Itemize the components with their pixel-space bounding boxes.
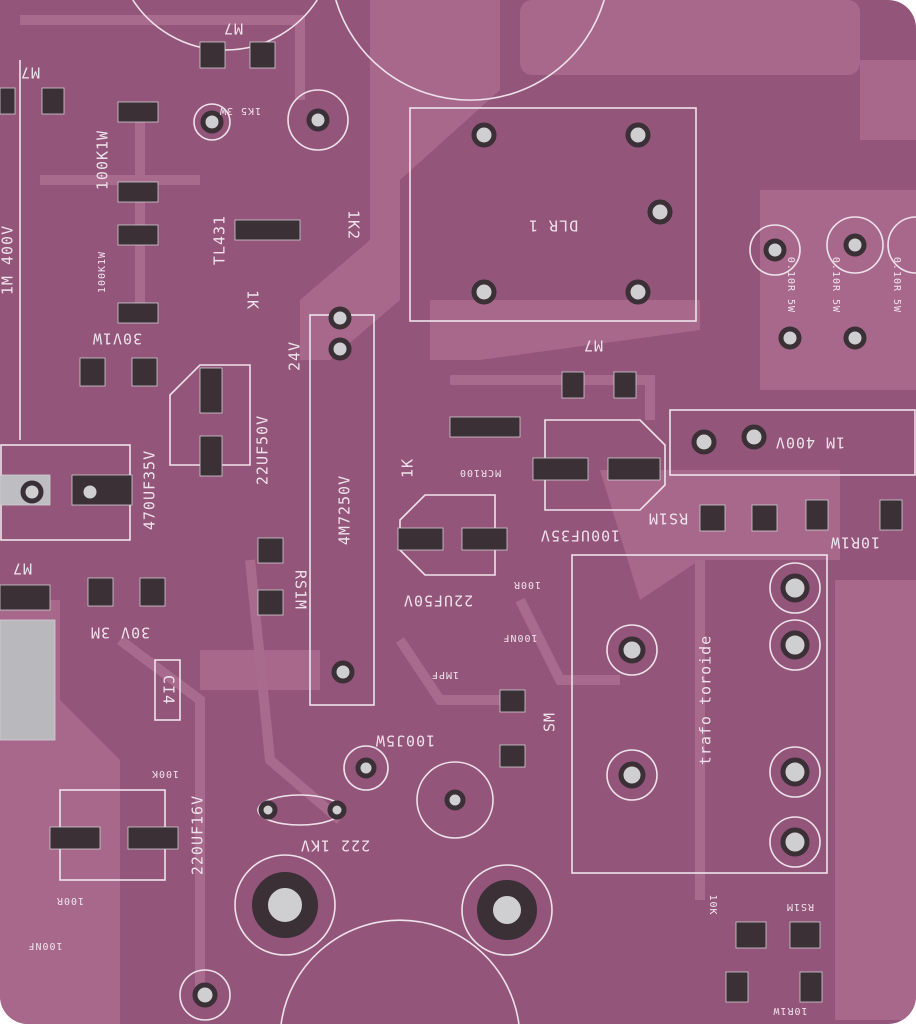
silk-label-222-1kv: 222 1KV (299, 836, 371, 855)
silk-label-100k1w: 100K1W (93, 129, 112, 191)
silk-label-1m-400v: 1M 400V (774, 433, 846, 452)
silk-label-m7: M7 (19, 63, 41, 82)
silk-label-100k1w: 100K1W (97, 250, 108, 294)
silk-label-10r1w: 10R1W (829, 533, 881, 552)
silk-label-1k: 1K (398, 457, 417, 479)
silk-label-30v-3m: 30V 3M (89, 623, 151, 642)
silk-label-rs1m: RS1M (785, 901, 815, 912)
silk-label-trafo-toroide: trafo toroide (696, 634, 715, 766)
silk-label-010r-5w: 0.10R 5W (891, 256, 902, 314)
silk-label-100nf: 100NF (502, 632, 538, 643)
silk-label-mcr100: MCR100 (458, 467, 502, 478)
smd-pads (0, 41, 903, 1003)
silk-label-100r: 100R (55, 895, 85, 906)
silk-label-4m7250v: 4M7250V (335, 474, 354, 546)
silk-label-1mpf: 1MPF (430, 669, 460, 680)
silk-label-470uf35v: 470UF35V (140, 449, 159, 531)
through-hole-pads (20, 108, 867, 1008)
silk-label-m7: M7 (582, 336, 604, 355)
silk-label-m7: M7 (11, 559, 33, 578)
silk-label-10k: 10K (707, 894, 718, 916)
silk-label-010r-5w: 0.10R 5W (785, 256, 796, 314)
silk-label-rs1m: RS1M (291, 569, 310, 611)
silk-label-220uf16v: 220UF16V (188, 794, 207, 876)
silk-label-24v: 24V (285, 340, 304, 372)
silk-label-rs1m: RS1M (647, 509, 689, 528)
silk-label-100r: 100R (512, 579, 542, 590)
silk-label-sm: SM (540, 711, 559, 733)
silk-label-1k5-3w: 1K5 3W (218, 105, 262, 116)
silk-label-010r-5w: 0.10R 5W (830, 256, 841, 314)
silk-label-100uf35v: 100UF35V (539, 526, 621, 545)
silk-label-1m-400v: 1M 400V (0, 224, 17, 296)
silk-label-1k2: 1K2 (344, 209, 363, 241)
traces (20, 15, 705, 1000)
silk-label-10r1w: 10R1W (772, 1005, 808, 1016)
silk-label-100nf: 100NF (27, 940, 63, 951)
silk-label-30v1w: 30V1W (91, 329, 143, 348)
silk-label-22uf50v: 22UF50V (253, 414, 272, 486)
silk-label-dlr1: DLR 1 (527, 216, 579, 235)
silk-label-ci4: CI4 (159, 674, 178, 706)
silk-label-100j5w: 100J5W (374, 731, 436, 750)
silk-label-tl431: TL431 (210, 214, 229, 266)
silk-label-100k: 100K (150, 768, 180, 779)
silk-label-m7: M7 (222, 19, 244, 38)
silk-label-1k: 1K (243, 289, 262, 311)
silk-label-22uf50v: 22UF50V (402, 591, 474, 610)
